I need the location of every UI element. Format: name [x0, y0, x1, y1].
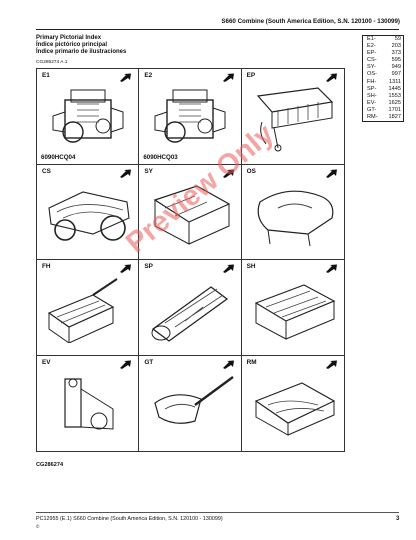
- section-link[interactable]: SP-1445: [367, 85, 401, 92]
- separator-rotor-illustration: [151, 286, 229, 342]
- footer-rule: [36, 512, 399, 513]
- arrow-icon: [222, 264, 234, 273]
- arrow-icon: [222, 360, 234, 369]
- arrow-icon: [120, 264, 132, 273]
- combine-chassis-illustration: [48, 190, 130, 241]
- section-link[interactable]: RM-1827: [367, 114, 401, 121]
- index-cell-ev[interactable]: EV: [37, 355, 140, 451]
- arrow-icon: [120, 169, 132, 178]
- arrow-icon: [222, 169, 234, 178]
- section-link[interactable]: EP-373: [367, 50, 401, 57]
- section-link[interactable]: E1-59: [367, 36, 401, 42]
- cell-label: FH: [42, 263, 51, 270]
- copyright-mark: ©: [36, 524, 40, 529]
- index-cell-sp[interactable]: SP: [139, 260, 242, 356]
- index-cell-cs[interactable]: CS: [37, 164, 140, 260]
- residue-chopper-illustration: [254, 381, 335, 436]
- grain-tank-auger-illustration: [154, 375, 235, 424]
- elevator-illustration: [64, 377, 114, 430]
- arrow-icon: [326, 360, 337, 369]
- cell-label: CS: [42, 167, 51, 175]
- figure-code: CG286274: [36, 462, 64, 468]
- pictorial-index-grid: E1 6090HCQ04 E2 6090HCQ03 EP CS SY OS FH SP SH EV GT…: [36, 68, 345, 452]
- section-link[interactable]: SY-949: [367, 64, 401, 71]
- arrow-icon: [222, 73, 234, 82]
- cell-caption: 6090HCQ03: [143, 153, 178, 161]
- cell-label: RM: [246, 358, 257, 366]
- cell-label: EP: [246, 72, 256, 79]
- index-title: Primary Pictorial Index Índice pictórico…: [36, 35, 126, 57]
- index-title-es: Índice primario de ilustraciones: [36, 49, 127, 56]
- section-link[interactable]: E2-203: [367, 43, 401, 50]
- header-rule: [36, 29, 399, 30]
- arrow-icon: [120, 360, 132, 369]
- index-cell-ep[interactable]: EP: [241, 69, 344, 165]
- cell-label: EV: [42, 358, 51, 366]
- index-title-en: Primary Pictorial Index: [36, 35, 102, 41]
- section-link[interactable]: OS-997: [367, 71, 401, 78]
- index-cell-os[interactable]: OS: [241, 165, 344, 260]
- frame-illustration: [153, 184, 231, 245]
- index-ref-code: CG286274 A.1: [36, 60, 68, 65]
- cell-label: E2: [144, 72, 153, 79]
- arrow-icon: [326, 264, 337, 273]
- page-number: 3: [396, 516, 400, 522]
- cell-label: SY: [144, 167, 153, 175]
- footer-text: PC12955 (E.1) S660 Combine (South Americ…: [36, 516, 223, 522]
- index-cell-rm[interactable]: RM: [242, 356, 344, 452]
- cell-label: E1: [42, 72, 50, 79]
- section-link[interactable]: GT-1701: [367, 106, 401, 113]
- index-cell-sy[interactable]: SY: [139, 164, 242, 260]
- index-cell-e1[interactable]: E1 6090HCQ04: [37, 69, 140, 165]
- engine-illustration: [52, 89, 124, 143]
- section-link[interactable]: CS-595: [367, 57, 401, 64]
- cell-label: GT: [144, 358, 154, 366]
- cell-caption: 6090HCQ04: [41, 153, 76, 161]
- section-link[interactable]: EV-1625: [367, 99, 401, 106]
- electrical-panel-illustration: [256, 87, 333, 152]
- index-cell-e2[interactable]: E2 6090HCQ03: [139, 69, 242, 165]
- cell-label: SH: [246, 263, 256, 270]
- section-link[interactable]: FH-1311: [367, 78, 401, 85]
- arrow-icon: [326, 169, 337, 178]
- arrow-icon: [326, 73, 337, 82]
- cell-label: SP: [144, 263, 153, 270]
- index-cell-sh[interactable]: SH: [241, 260, 344, 356]
- index-cell-gt[interactable]: GT: [139, 355, 242, 451]
- cleaning-shoe-illustration: [254, 284, 336, 340]
- cab-shell-illustration: [257, 190, 334, 246]
- index-cell-fh[interactable]: FH: [37, 260, 140, 356]
- arrow-icon: [120, 73, 132, 82]
- section-link[interactable]: SH-1553: [367, 92, 401, 99]
- section-page-list: E1-59 E2-203 EP-373 CS-595 SY-949 OS-997…: [362, 35, 404, 123]
- feeder-house-illustration: [47, 278, 118, 343]
- page-header: S660 Combine (South America Edition, S.N…: [221, 18, 400, 25]
- index-title-pt: Índice pictórico principal: [36, 42, 108, 49]
- cell-label: OS: [246, 167, 256, 175]
- engine-illustration: [154, 89, 226, 143]
